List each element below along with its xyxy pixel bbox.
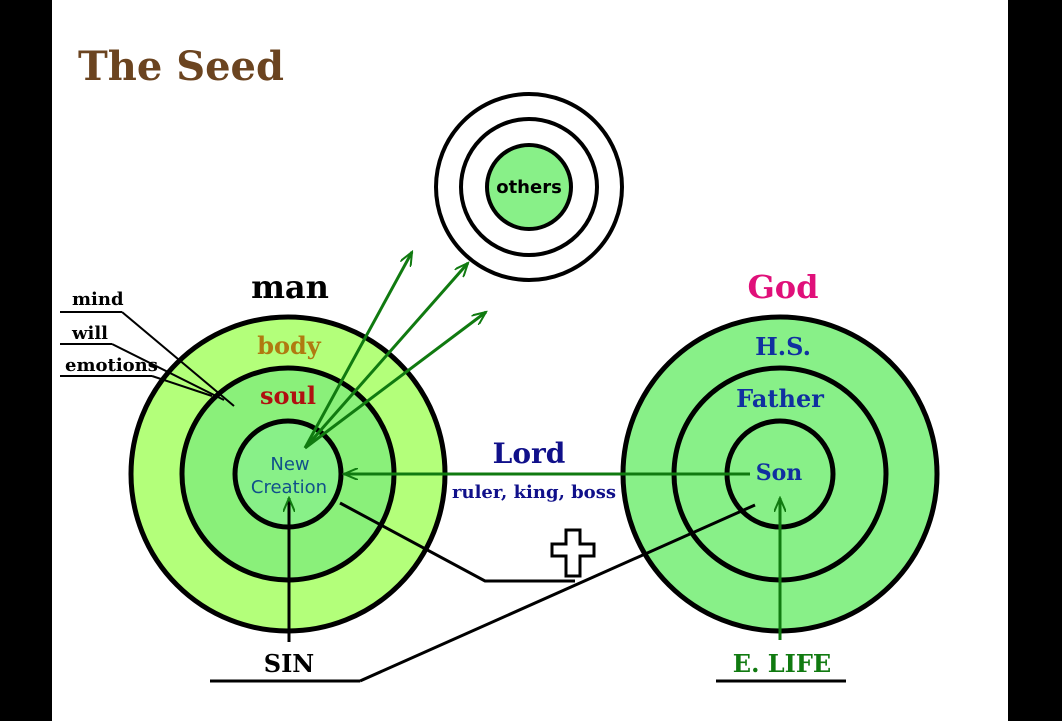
body-label: body [257,331,322,360]
diagram-title: The Seed [78,43,284,90]
son-label: Son [756,460,803,486]
soul-label: soul [260,381,316,410]
emotions-label: emotions [65,355,158,376]
will-label: will [71,323,108,344]
cross-icon [550,528,596,578]
mind-label: mind [72,289,124,310]
eternal-life-label: E. LIFE [733,649,831,678]
god-label: God [747,268,818,306]
hs-label: H.S. [755,332,811,361]
others-circle-group: others [434,92,624,282]
others-label: others [496,177,562,198]
man-label: man [251,268,329,306]
lord-subtitle: ruler, king, boss [452,482,616,503]
lord-label: Lord [493,437,566,470]
outreach-arrows [303,252,486,450]
sin-label: SIN [264,649,315,678]
new-creation-label-line2: Creation [251,477,327,498]
sin-to-son-line [359,503,756,683]
cross-connector-line [339,501,575,583]
new-creation-label-line1: New [270,454,309,475]
father-label: Father [736,384,824,413]
soul-parts-callouts: mind will emotions [60,289,235,407]
